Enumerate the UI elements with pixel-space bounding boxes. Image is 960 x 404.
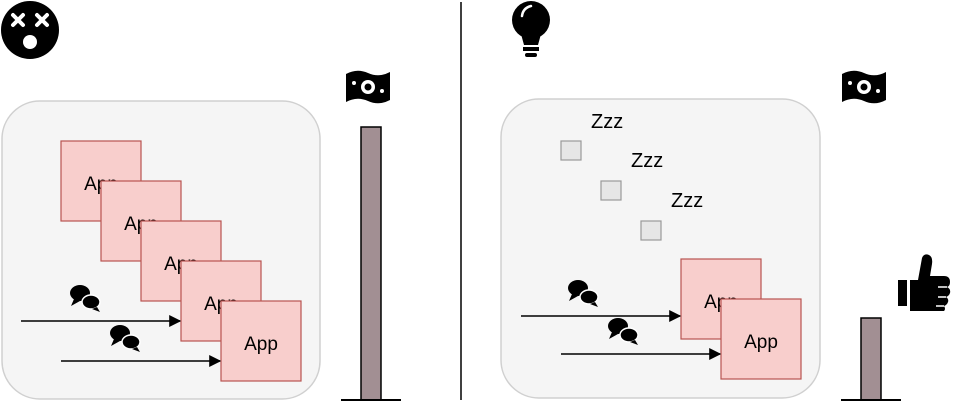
money-icon (346, 70, 390, 104)
right-panel: Zzz Zzz Zzz App App (500, 1, 951, 401)
left-panel: App App App App App (1, 1, 401, 401)
left-cost-bar (341, 126, 401, 401)
left-app-stack: App App App App App (60, 140, 302, 382)
money-icon (842, 70, 886, 104)
idle-instance: Zzz (560, 111, 623, 161)
svg-text:Zzz: Zzz (631, 150, 663, 172)
cost-bar-fill (360, 126, 382, 401)
svg-text:Zzz: Zzz (671, 190, 703, 212)
idle-instance: Zzz (640, 190, 703, 241)
svg-text:App: App (244, 334, 278, 355)
cost-bar-fill (860, 317, 882, 401)
app-box: App (720, 298, 802, 380)
speech-bubbles-icon (110, 325, 141, 352)
app-box: App (220, 300, 302, 382)
lightbulb-icon (512, 1, 550, 57)
speech-bubbles-icon (568, 280, 599, 307)
speech-bubbles-icon (608, 318, 639, 345)
right-app-stack: App App (680, 258, 802, 380)
thumbs-up-icon (898, 254, 951, 311)
dizzy-face-icon (1, 1, 59, 59)
svg-text:Zzz: Zzz (591, 111, 623, 133)
right-cost-bar (841, 317, 901, 401)
speech-bubbles-icon (70, 285, 101, 312)
idle-instance: Zzz (600, 150, 663, 201)
svg-text:App: App (744, 332, 778, 353)
